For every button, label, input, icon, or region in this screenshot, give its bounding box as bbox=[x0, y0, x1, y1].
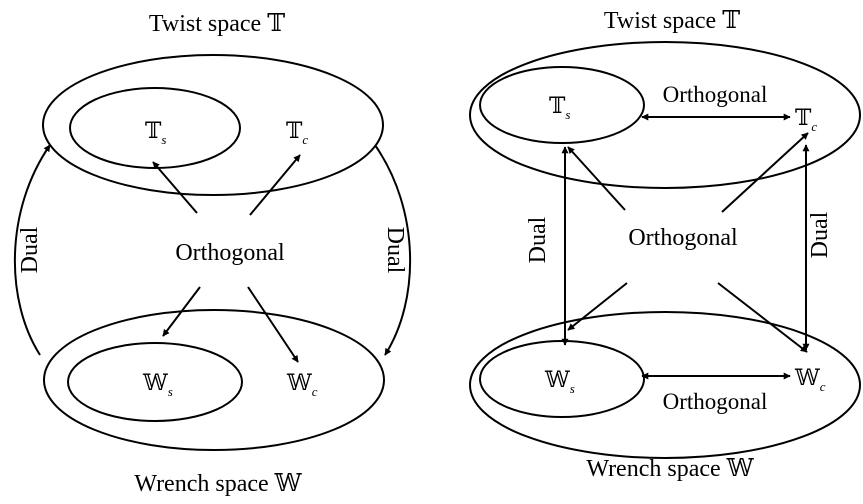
right-wrench-space-ellipse bbox=[469, 311, 861, 459]
left-orthogonal-label: Orthogonal bbox=[175, 240, 285, 266]
left-ws-label: 𝕎s bbox=[142, 370, 173, 399]
right-tc-label: 𝕋c bbox=[795, 105, 817, 134]
right-ws-label: 𝕎s bbox=[544, 367, 575, 396]
right-twist-space-title: Twist space 𝕋 bbox=[604, 8, 740, 34]
right-ts-label: 𝕋s bbox=[549, 93, 570, 122]
left-ts-label: 𝕋s bbox=[145, 118, 166, 147]
left-dual-left-label: Dual bbox=[17, 226, 43, 273]
right-wc-label: 𝕎c bbox=[794, 365, 826, 394]
left-dual-right-arrow bbox=[374, 144, 412, 356]
left-arrow-to-wc bbox=[247, 286, 299, 363]
right-arrow-to-ws bbox=[567, 282, 628, 331]
right-ts-subspace-ellipse bbox=[479, 66, 645, 144]
right-orthogonal-top-label: Orthogonal bbox=[663, 82, 768, 107]
left-arrow-to-ts bbox=[152, 161, 198, 214]
right-wrench-space-title: Wrench space 𝕎 bbox=[586, 456, 754, 482]
left-wrench-space-ellipse bbox=[43, 309, 385, 451]
left-diagram: Twist space 𝕋 𝕋s 𝕋c Orthogonal 𝕎s 𝕎c Wre… bbox=[13, 11, 412, 497]
right-arrow-to-tc bbox=[721, 132, 809, 213]
left-twist-space-title: Twist space 𝕋 bbox=[149, 11, 285, 37]
left-dual-left-arrow bbox=[13, 144, 51, 356]
right-arrow-to-ts bbox=[567, 146, 626, 211]
left-wrench-space-title: Wrench space 𝕎 bbox=[134, 471, 302, 497]
right-diagram: Twist space 𝕋 𝕋s 𝕋c Orthogonal Orthogona… bbox=[469, 8, 861, 482]
left-arrow-to-tc bbox=[249, 154, 301, 216]
right-twist-space-ellipse bbox=[469, 41, 861, 189]
left-tc-label: 𝕋c bbox=[286, 118, 308, 147]
left-dual-right-label: Dual bbox=[382, 227, 408, 274]
right-orthogonal-center-label: Orthogonal bbox=[628, 225, 738, 251]
left-wc-label: 𝕎c bbox=[286, 370, 318, 399]
right-orthogonal-bottom-label: Orthogonal bbox=[663, 389, 768, 414]
right-arrow-to-wc bbox=[717, 282, 808, 353]
left-ws-subspace-ellipse bbox=[67, 342, 243, 422]
right-dual-right-label: Dual bbox=[807, 211, 833, 258]
left-twist-space-ellipse bbox=[42, 54, 384, 196]
right-dual-left-label: Dual bbox=[525, 216, 551, 263]
